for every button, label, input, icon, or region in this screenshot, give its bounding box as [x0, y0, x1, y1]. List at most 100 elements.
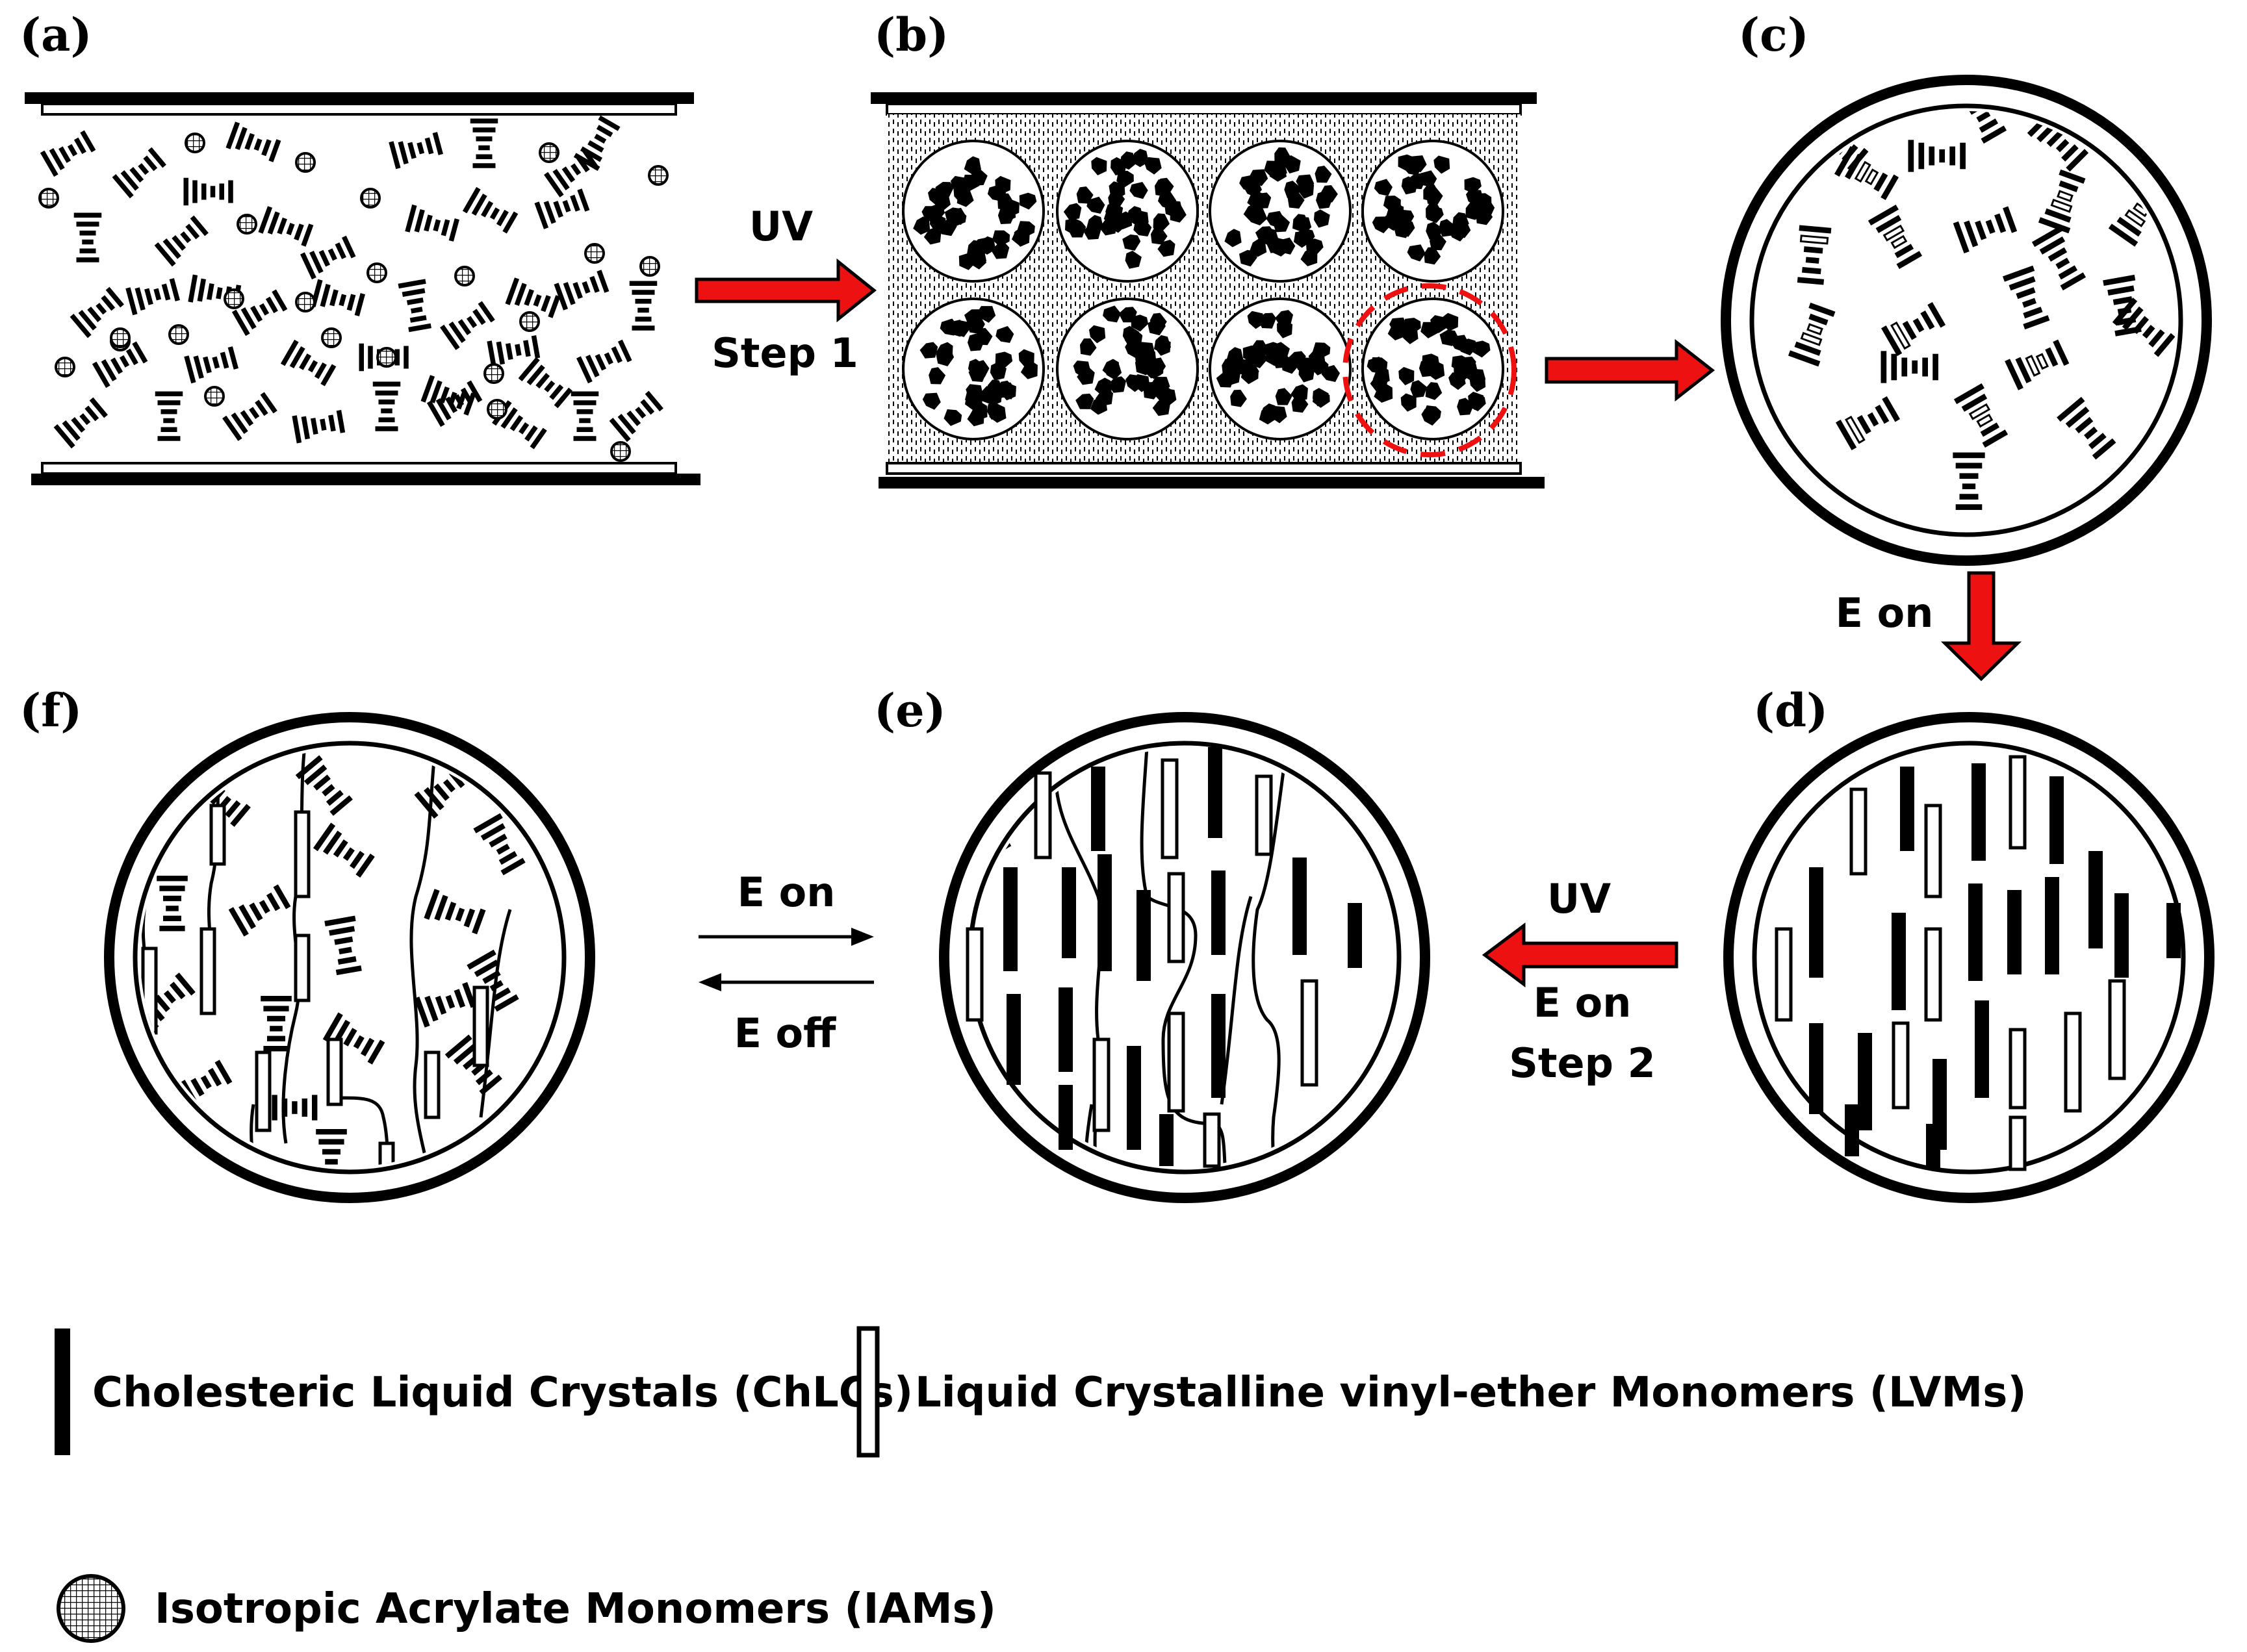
panel-d-molecules	[1775, 755, 2181, 1171]
lvm-monomer	[294, 810, 311, 898]
iam-monomer	[639, 256, 660, 277]
chlc-helix-f	[295, 755, 353, 816]
chlc-helix-a	[426, 380, 483, 427]
chlc-molecule	[1059, 987, 1073, 1072]
iam-monomer	[539, 142, 559, 163]
panel-d-droplet	[1723, 712, 2215, 1203]
panel-a-molecules	[38, 115, 669, 462]
chlc-helix-f	[261, 996, 292, 1052]
chlc-helix-f	[157, 876, 188, 932]
iam-monomer	[483, 363, 504, 384]
chlc-helix-f	[324, 915, 362, 976]
chlc-helix-a	[280, 339, 337, 387]
chlc-molecule	[1845, 1104, 1859, 1156]
chlc-helix-c	[1908, 140, 1966, 172]
switch-eoff-label: E off	[734, 1010, 837, 1057]
chlc-helix-a	[372, 381, 401, 431]
lvm-monomer	[424, 1050, 441, 1119]
iam-monomer	[237, 214, 257, 235]
lvm-monomer	[1255, 774, 1273, 856]
chlc-molecule	[1211, 870, 1226, 955]
panel-label-c: (c)	[1738, 8, 1809, 62]
chlc-helix-c	[1788, 302, 1836, 367]
chlc-molecule	[1975, 1000, 1989, 1098]
chlc-helix-a	[125, 278, 180, 316]
chlc-helix-a	[487, 335, 541, 369]
legend-lvm-label: Liquid Crystalline vinyl-ether Monomers …	[915, 1369, 2027, 1417]
lvm-monomer	[255, 1050, 272, 1132]
iam-monomer	[295, 292, 316, 312]
chlc-molecule	[1007, 994, 1021, 1085]
chlc-molecule	[1968, 883, 1983, 981]
chlc-helix-c	[2005, 339, 2070, 390]
chlc-helix-a	[53, 397, 108, 449]
lvm-monomer	[1892, 1021, 1910, 1110]
chlc-molecule	[1971, 763, 1986, 861]
chlc-molecule	[1127, 1046, 1141, 1150]
iam-monomer	[584, 243, 605, 264]
arrow-b-to-c	[1545, 338, 1715, 402]
lvm-monomer	[209, 804, 226, 866]
lvm-monomer	[1167, 872, 1185, 963]
arrow-c-to-d: E on	[1836, 571, 2022, 681]
chlc-molecule	[2007, 890, 2022, 974]
iam-monomer	[110, 327, 131, 348]
legend-iam-swatch	[57, 1574, 125, 1643]
iam-monomer	[360, 188, 381, 209]
lvm-monomer	[472, 985, 489, 1067]
chlc-helix-a	[554, 270, 610, 311]
legend-chlc-swatch	[55, 1328, 70, 1455]
panel-label-f: (f)	[19, 683, 82, 737]
chlc-helix-a	[155, 391, 183, 441]
chlc-helix-a	[258, 206, 314, 247]
arrow-c-to-d-label: E on	[1836, 589, 1934, 637]
chlc-molecule	[1892, 913, 1906, 1010]
panel-f-droplet	[104, 712, 595, 1203]
chlc-molecule	[1062, 867, 1076, 958]
chlc-molecule	[1858, 1033, 1872, 1130]
chlc-helix-c	[1868, 205, 1923, 270]
lvm-monomer	[2009, 1115, 2027, 1171]
arrow-step1-uv: UV	[749, 203, 813, 250]
chlc-molecule	[1292, 858, 1307, 955]
lvm-monomer	[2009, 1028, 2027, 1110]
lvm-monomer	[1092, 1037, 1111, 1132]
chlc-helix-c	[2031, 226, 2086, 291]
chlc-helix-f	[414, 982, 476, 1028]
chlc-molecule	[2088, 851, 2103, 948]
chlc-helix-f	[228, 884, 291, 937]
panel-e-molecules	[966, 747, 1362, 1168]
chlc-helix-c	[1797, 225, 1832, 285]
chlc-helix-c	[2038, 169, 2086, 234]
lvm-monomer	[966, 927, 984, 1022]
chlc-helix-a	[462, 186, 519, 234]
chlc-helix-a	[609, 390, 663, 442]
chlc-helix-a	[576, 339, 632, 384]
arrow-step1: UV Step 1	[695, 203, 877, 377]
iam-monomer	[224, 288, 244, 309]
panel-c-droplet	[1721, 75, 2212, 566]
chlc-helix-a	[231, 289, 288, 337]
arrow-step2-eon: E on	[1534, 979, 1632, 1026]
panel-a-cell	[25, 92, 700, 485]
arrow-step2-label: Step 2	[1509, 1039, 1655, 1087]
chlc-molecule	[1059, 1085, 1073, 1150]
legend-iam-label: Isotropic Acrylate Monomers (IAMs)	[155, 1585, 996, 1633]
lvm-monomer	[1167, 1011, 1185, 1113]
arrow-step2: UV E on Step 2	[1482, 875, 1678, 1087]
chlc-helix-f	[313, 822, 375, 878]
chlc-helix-a	[70, 286, 124, 338]
legend: Cholesteric Liquid Crystals (ChLCs) Liqu…	[55, 1326, 2027, 1643]
chlc-helix-c	[1881, 351, 1938, 383]
chlc-helix-a	[292, 410, 346, 444]
arrow-step2-uv: UV	[1547, 875, 1611, 922]
chlc-helix-a	[73, 212, 102, 262]
iam-monomer	[295, 152, 316, 173]
iam-monomer	[454, 266, 475, 286]
chlc-helix-a	[571, 391, 599, 441]
legend-chlc-label: Cholesteric Liquid Crystals (ChLCs)	[92, 1369, 913, 1417]
lc-droplet	[902, 140, 1045, 283]
panel-label-a: (a)	[19, 8, 92, 62]
lvm-monomer	[1034, 771, 1052, 859]
